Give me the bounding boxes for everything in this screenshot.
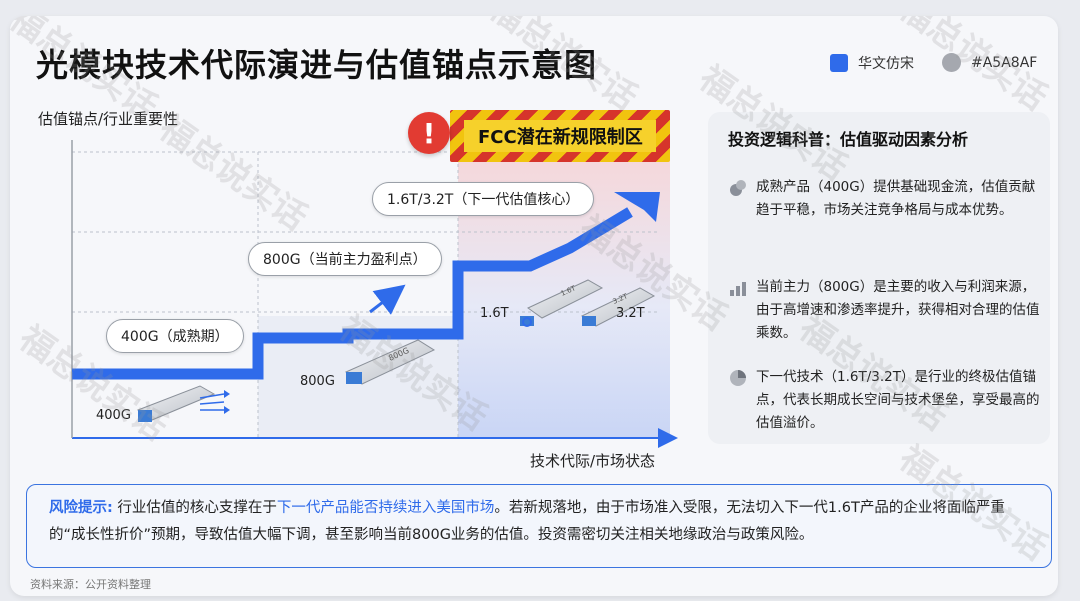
fcc-zone-label: FCC潜在新规限制区 — [478, 127, 643, 148]
panel-item-3: 下一代技术（1.6T/3.2T）是行业的终极估值锚点，代表长期成长空间与技术堡垒… — [728, 366, 1040, 435]
bar-growth-icon — [730, 282, 746, 296]
module-1-6t: 1.6T — [520, 279, 604, 327]
product-label-3-2t: 3.2T — [616, 306, 645, 321]
page-title: 光模块技术代际演进与估值锚点示意图 — [36, 46, 598, 84]
growth-arrow — [369, 284, 406, 315]
legend-item-2: #A5A8AF — [942, 53, 1037, 72]
legend-swatch-gray — [942, 53, 961, 72]
grid-lines — [72, 151, 660, 438]
callout-800g: 800G（当前主力盈利点） — [248, 242, 442, 276]
risk-notice: 风险提示: 行业估值的核心支撑在于下一代产品能否持续进入美国市场。若新规落地，由… — [26, 484, 1052, 568]
infographic-card: 光模块技术代际演进与估值锚点示意图 华文仿宋 #A5A8AF — [10, 16, 1058, 596]
valuation-step-line — [72, 207, 633, 380]
panel-item-2: 当前主力（800G）是主要的收入与利润来源，由于高增速和渗透率提升，获得相对合理… — [728, 276, 1040, 345]
fcc-zone-label-box: FCC潜在新规限制区 — [464, 120, 656, 152]
risk-emphasis: 下一代产品能否持续进入美国市场 — [276, 500, 495, 516]
panel-item-3-text: 下一代技术（1.6T/3.2T）是行业的终极估值锚点，代表长期成长空间与技术堡垒… — [756, 369, 1040, 431]
source-note: 资料来源：公开资料整理 — [30, 578, 151, 591]
panel-item-1: 成熟产品（400G）提供基础现金流，估值贡献趋于平稳，市场关注竞争格局与成本优势… — [728, 176, 1040, 222]
product-label-800g: 800G — [300, 374, 335, 389]
module-400g — [136, 385, 230, 422]
callout-next-gen: 1.6T/3.2T（下一代估值核心） — [372, 182, 595, 216]
legend-label-2: #A5A8AF — [971, 54, 1038, 71]
y-axis-label: 估值锚点/行业重要性 — [38, 110, 179, 128]
panel-item-2-text: 当前主力（800G）是主要的收入与利润来源，由于高增速和渗透率提升，获得相对合理… — [756, 279, 1040, 341]
panel-item-1-text: 成熟产品（400G）提供基础现金流，估值贡献趋于平稳，市场关注竞争格局与成本优势… — [756, 179, 1036, 218]
module-800g: 800G — [345, 339, 436, 385]
coins-icon — [730, 180, 746, 196]
logic-panel: 投资逻辑科普：估值驱动因素分析 成熟产品（400G）提供基础现金流，估值贡献趋于… — [708, 112, 1050, 444]
warning-icon: ! — [408, 112, 450, 154]
risk-label: 风险提示: — [49, 500, 113, 516]
legend-label-1: 华文仿宋 — [858, 56, 914, 72]
callout-400g: 400G（成熟期） — [106, 319, 244, 353]
legend-item-1: 华文仿宋 — [830, 53, 914, 73]
product-label-400g: 400G — [96, 408, 131, 423]
legend-swatch-blue — [830, 54, 848, 72]
panel-title: 投资逻辑科普：估值驱动因素分析 — [728, 130, 969, 149]
risk-text-2: 。若新规落地，由于市场准入受限，无法切入下一代1.6T产品的企业将面临严重的“成… — [49, 500, 1005, 543]
x-axis-label: 技术代际/市场状态 — [530, 452, 656, 470]
step-arrowhead — [614, 192, 660, 222]
risk-text-1: 行业估值的核心支撑在于 — [112, 500, 277, 516]
product-label-1-6t: 1.6T — [480, 306, 509, 321]
pie-chart-icon — [730, 370, 746, 386]
